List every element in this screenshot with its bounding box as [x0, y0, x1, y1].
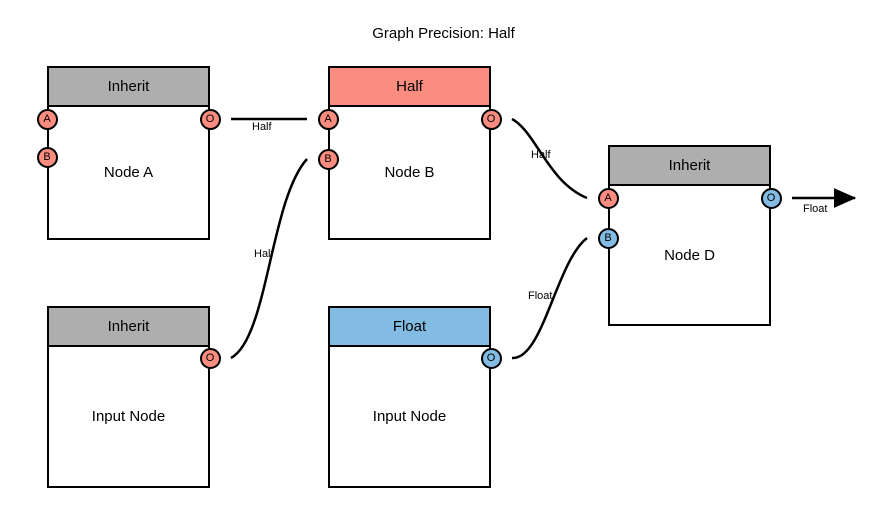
node-label-input-node-left: Input Node — [91, 408, 166, 425]
port-d-in-b[interactable]: B — [597, 227, 619, 249]
page-title: Graph Precision: Half — [372, 25, 515, 42]
node-label-node-b: Node B — [384, 164, 435, 181]
edge-label-edge-a-to-b: Half — [252, 121, 272, 133]
port-im-out-o[interactable]: O — [480, 347, 502, 369]
edge-label-edge-inputleft-to-b: Half — [254, 248, 274, 260]
node-header-node-b: Half — [330, 68, 489, 107]
node-label-input-node-middle: Input Node — [372, 408, 447, 425]
node-label-node-a: Node A — [103, 164, 154, 181]
node-header-input-node-middle: Float — [330, 308, 489, 347]
edge-label-edge-b-to-d: Half — [531, 149, 551, 161]
node-header-node-a: Inherit — [49, 68, 208, 107]
node-header-node-d: Inherit — [610, 147, 769, 186]
edge-label-edge-inputmiddle-to-d: Float — [528, 290, 553, 302]
port-d-out-o[interactable]: O — [760, 187, 782, 209]
port-d-in-a[interactable]: A — [597, 187, 619, 209]
port-a-out-o[interactable]: O — [199, 108, 221, 130]
port-b-in-a[interactable]: A — [317, 108, 339, 130]
port-il-out-o[interactable]: O — [199, 347, 221, 369]
port-a-in-a[interactable]: A — [36, 108, 58, 130]
node-label-node-d: Node D — [664, 246, 715, 264]
port-a-in-b[interactable]: B — [36, 146, 58, 168]
port-b-out-o[interactable]: O — [480, 108, 502, 130]
output-arrow-label: Float — [803, 203, 828, 215]
node-header-input-node-left: Inherit — [49, 308, 208, 347]
port-b-in-b[interactable]: B — [317, 148, 339, 170]
